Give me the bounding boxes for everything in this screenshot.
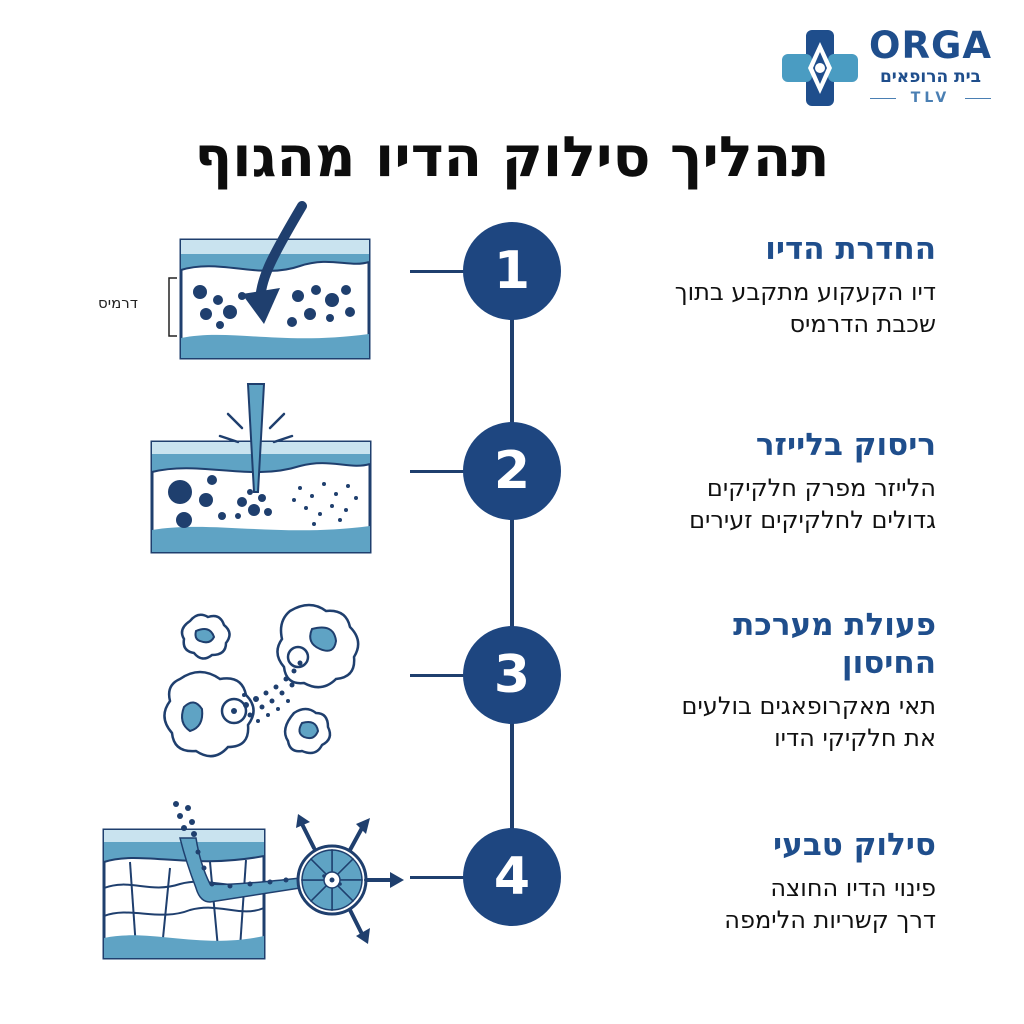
step-3-description: תאי מאקרופאגים בולעים את חלקיקי הדיו bbox=[681, 692, 936, 752]
dermis-label: דרמיס bbox=[98, 294, 138, 312]
step-3-text: פעולת מערכת החיסון תאי מאקרופאגים בולעים… bbox=[606, 606, 936, 754]
step-1-description: דיו הקעקוע מתקבע בתוך שכבת הדרמיס bbox=[674, 278, 936, 338]
logo-city: TLV bbox=[868, 88, 993, 108]
medical-cross-logo-icon bbox=[782, 30, 858, 106]
logo: ORGA בית הרופאים TLV bbox=[780, 26, 1000, 112]
step-2-connector bbox=[410, 470, 466, 473]
logo-subtitle: בית הרופאים bbox=[879, 67, 982, 87]
macrophages-illustration bbox=[163, 603, 360, 758]
step-4-text: סילוק טבעי פינוי הדיו החוצה דרך קשריות ה… bbox=[606, 826, 936, 936]
step-4-number: 4 bbox=[463, 828, 561, 926]
dermis-bracket bbox=[168, 277, 177, 337]
ink-insertion-illustration bbox=[179, 201, 371, 360]
lymph-drainage-illustration bbox=[102, 801, 404, 960]
step-3-title: פעולת מערכת החיסון bbox=[733, 607, 936, 681]
step-1-connector bbox=[410, 270, 466, 273]
step-2-text: ריסוק בלייזר הלייזר מפרק חלקיקים גדולים … bbox=[606, 426, 936, 536]
step-1-title: החדרת הדיו bbox=[765, 231, 936, 267]
step-2-number: 2 bbox=[463, 422, 561, 520]
step-2-description: הלייזר מפרק חלקיקים גדולים לחלקיקים זעיר… bbox=[689, 474, 936, 534]
step-4-title: סילוק טבעי bbox=[773, 827, 936, 863]
page-title: תהליך סילוק הדיו מהגוף bbox=[194, 125, 830, 190]
step-3-connector bbox=[410, 674, 466, 677]
step-1-number: 1 bbox=[463, 222, 561, 320]
logo-brand: ORGA bbox=[869, 24, 992, 67]
step-3-number: 3 bbox=[463, 626, 561, 724]
logo-text: ORGA בית הרופאים TLV bbox=[868, 26, 993, 108]
step-4-description: פינוי הדיו החוצה דרך קשריות הלימפה bbox=[724, 874, 936, 934]
step-1-text: החדרת הדיו דיו הקעקוע מתקבע בתוך שכבת הד… bbox=[606, 230, 936, 340]
step-4-connector bbox=[410, 876, 466, 879]
laser-fragmentation-illustration bbox=[150, 383, 372, 554]
timeline-line bbox=[510, 272, 514, 884]
step-2-title: ריסוק בלייזר bbox=[755, 427, 936, 463]
